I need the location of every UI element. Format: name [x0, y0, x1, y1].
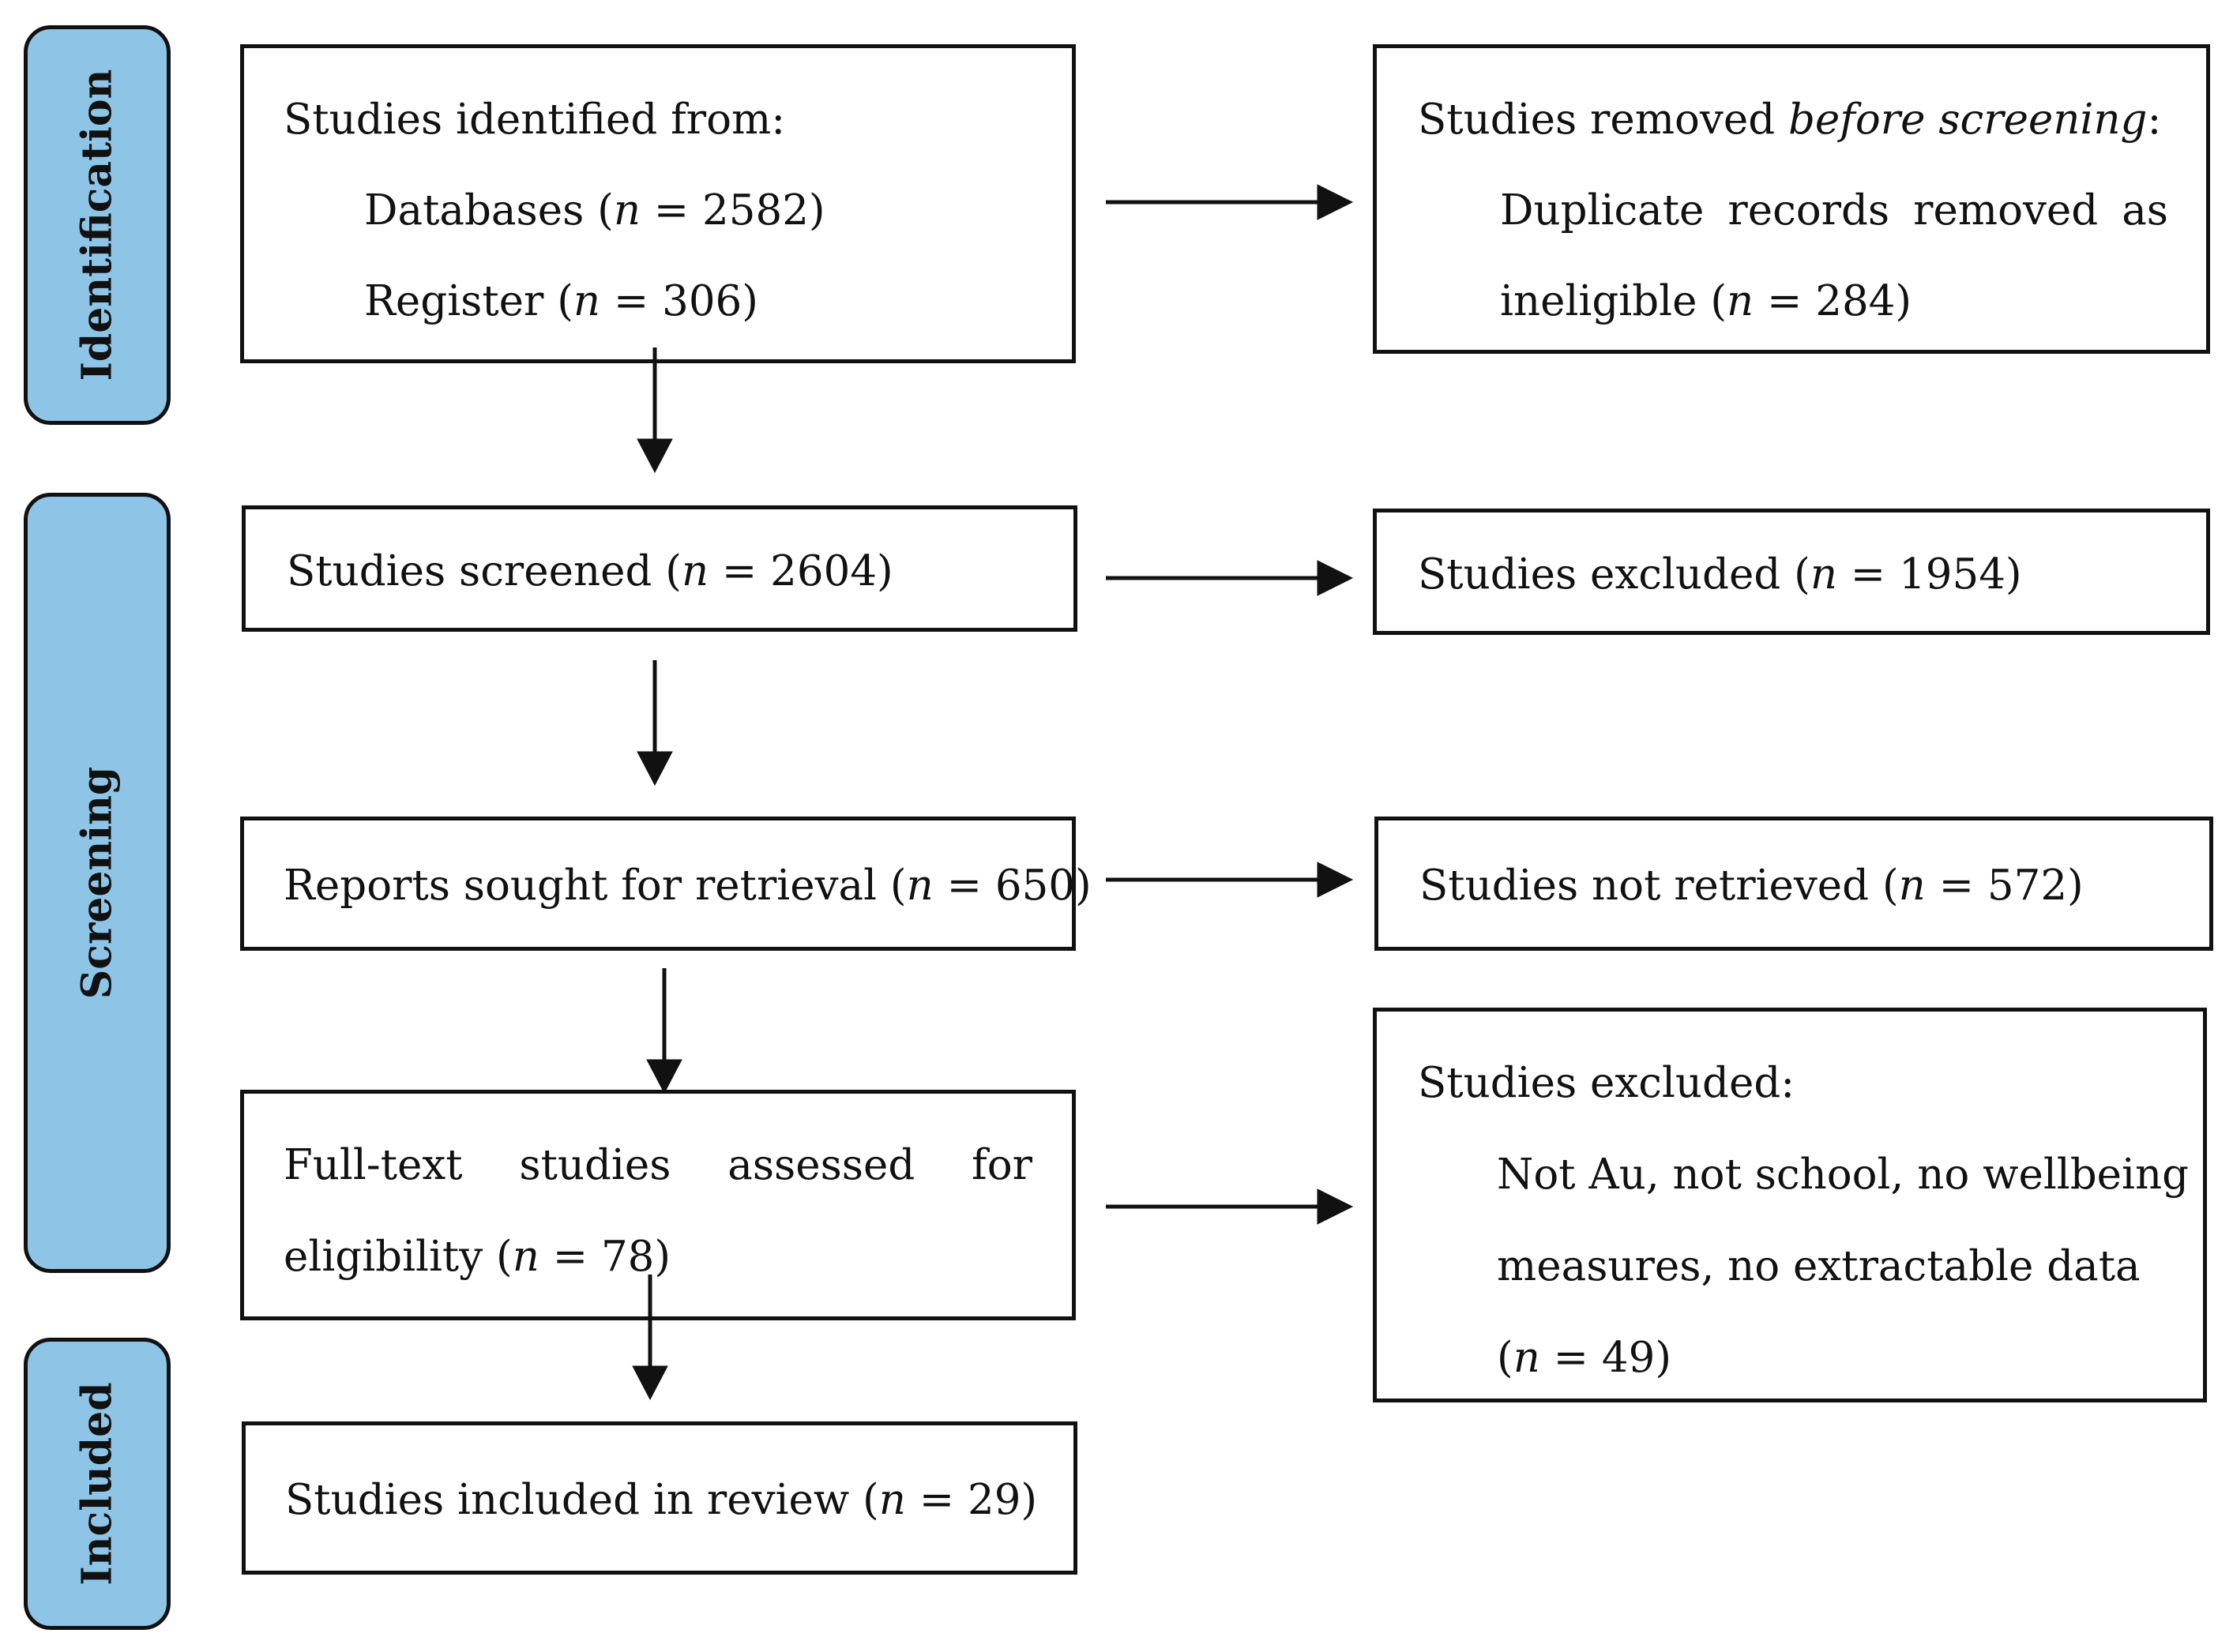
excluded-screening-text: Studies excluded (n = 1954)	[1418, 550, 2022, 599]
arrow-assessed-to-included	[632, 1275, 668, 1401]
arrow-sought-to-assessed	[646, 968, 682, 1094]
box-studies-included: Studies included in review (n = 29)	[242, 1421, 1077, 1575]
box-studies-removed: Studies removed before screening: Duplic…	[1373, 44, 2210, 354]
phase-screening: Screening	[24, 493, 171, 1273]
arrow-screened-to-sought	[637, 660, 673, 787]
box-studies-identified: Studies identified from: Databases (n = …	[240, 44, 1076, 363]
sought-text: Reports sought for retrieval (n = 650)	[284, 862, 1092, 910]
box-full-text-assessed: Full-text studies assessed for eligibili…	[240, 1090, 1076, 1320]
arrow-identified-to-removed	[1106, 184, 1354, 220]
arrow-assessed-to-excluded	[1106, 1188, 1354, 1225]
identified-heading: Studies identified from:	[284, 96, 786, 144]
box-studies-not-retrieved: Studies not retrieved (n = 572)	[1374, 817, 2213, 951]
excluded-full-reason-line2: measures, no extractable data	[1497, 1242, 2141, 1290]
screened-text: Studies screened (n = 2604)	[287, 547, 893, 595]
removed-line2: ineligible (n = 284)	[1500, 277, 1912, 325]
removed-line1: Duplicate records removed as	[1500, 186, 2168, 235]
excluded-full-count: (n = 49)	[1497, 1334, 1672, 1382]
excluded-full-reason-line1: Not Au, not school, no wellbeing	[1497, 1151, 2190, 1199]
assessed-line2: eligibility (n = 78)	[284, 1233, 671, 1281]
arrow-screened-to-excluded	[1106, 560, 1354, 596]
included-text: Studies included in review (n = 29)	[285, 1476, 1038, 1524]
box-studies-excluded-screening: Studies excluded (n = 1954)	[1373, 509, 2210, 635]
arrow-sought-to-not-retrieved	[1106, 862, 1354, 898]
box-studies-screened: Studies screened (n = 2604)	[242, 505, 1077, 632]
assessed-line1: Full-text studies assessed for	[284, 1141, 1032, 1189]
identified-databases: Databases (n = 2582)	[364, 186, 825, 235]
not-retrieved-text: Studies not retrieved (n = 572)	[1419, 862, 2084, 910]
box-studies-excluded-full-text: Studies excluded: Not Au, not school, no…	[1373, 1008, 2207, 1402]
identified-register: Register (n = 306)	[364, 277, 758, 325]
phase-identification: Identification	[24, 25, 171, 425]
removed-heading: Studies removed before screening:	[1418, 96, 2162, 144]
arrow-identified-to-screened	[637, 347, 673, 474]
excluded-full-heading: Studies excluded:	[1418, 1059, 1795, 1107]
box-reports-sought: Reports sought for retrieval (n = 650)	[240, 817, 1092, 951]
phase-included: Included	[24, 1338, 171, 1630]
